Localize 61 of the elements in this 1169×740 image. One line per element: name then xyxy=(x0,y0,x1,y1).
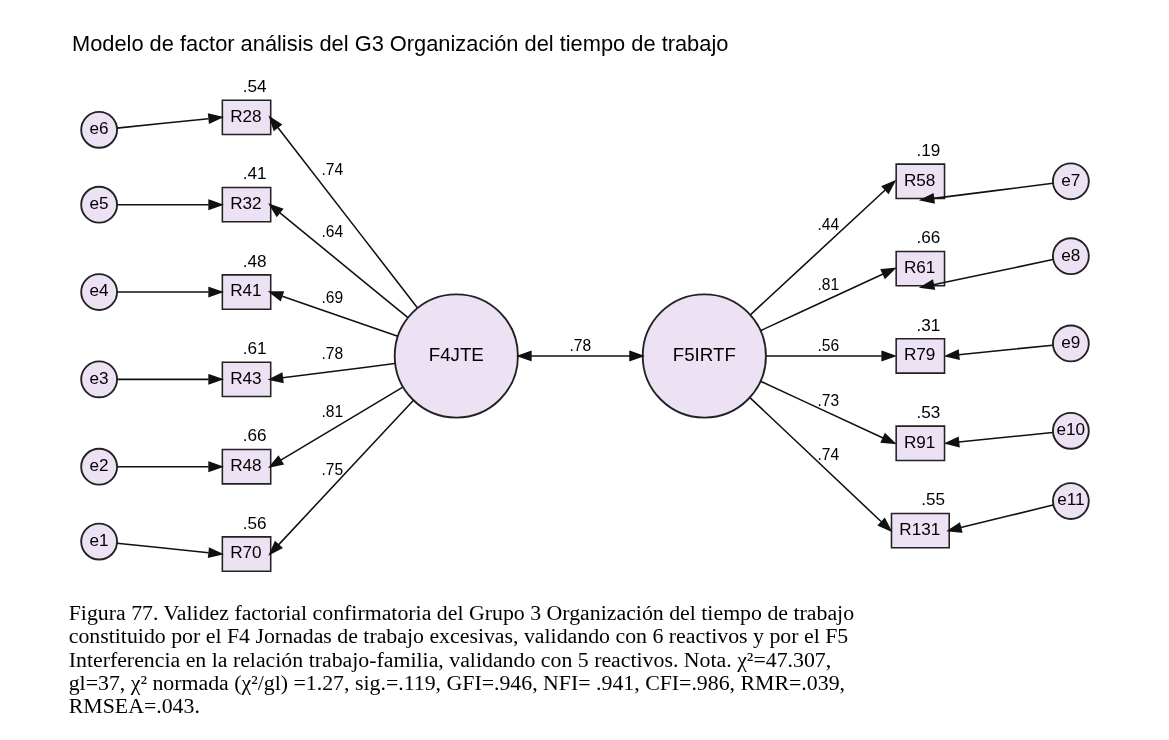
node-circle: F4JTE xyxy=(393,293,519,419)
edge-label: .78 xyxy=(568,337,591,355)
arrow xyxy=(267,291,399,338)
node-circle: e7 xyxy=(1051,162,1090,201)
arrow xyxy=(116,199,224,211)
edge-label: .78 xyxy=(320,345,343,363)
node-label: .19 xyxy=(915,140,940,160)
arrow xyxy=(115,113,224,129)
node-circle: e4 xyxy=(79,273,118,311)
node-circle: e11 xyxy=(1051,482,1090,520)
edge-label: .56 xyxy=(817,337,839,355)
arrow xyxy=(759,267,897,332)
node-circle: e3 xyxy=(79,360,118,399)
edge-label: .64 xyxy=(320,223,343,241)
arrow xyxy=(943,431,1053,448)
arrow xyxy=(116,286,224,298)
node-label: .55 xyxy=(920,489,945,510)
node-label: .66 xyxy=(915,227,940,248)
edge-label: .75 xyxy=(320,460,343,478)
arrow xyxy=(267,399,414,556)
arrow xyxy=(116,461,224,473)
arrow xyxy=(267,362,396,384)
arrow xyxy=(764,350,897,362)
arrow xyxy=(918,182,1054,204)
edge-label: .73 xyxy=(817,391,839,409)
node-circle: e6 xyxy=(79,110,118,149)
node-circle: e10 xyxy=(1051,411,1090,450)
arrow xyxy=(918,258,1054,290)
arrow xyxy=(116,373,224,385)
caption: Figura 77. Validez factorial confirmatoria del Grupo 3 Organización del tiempo de trabajo constituido por el F4 Jornadas de trabajo excesivas, validando con 6 reactivos y por el F5 Interferencia en la relación trabajo-familia, validando con 5 reactivos. Nota. χ²=47.307, gl=37, χ² normada (χ²/gl) =1.27, sig.=.119, GFI=.946, NFI= .941, CFI=.986, RMR=.039, RMSEA=.043. xyxy=(68,600,854,719)
arrow xyxy=(945,504,1054,533)
node-circle: F5IRTF xyxy=(641,293,767,419)
arrow xyxy=(748,397,892,533)
node-circle: e8 xyxy=(1051,237,1090,275)
node-label: .41 xyxy=(242,163,266,184)
node-label: .61 xyxy=(242,338,266,359)
node-circle: e5 xyxy=(79,185,118,224)
node-circle: e9 xyxy=(1051,324,1090,363)
arrow xyxy=(115,542,224,559)
edge-label: .81 xyxy=(817,276,839,294)
arrow xyxy=(267,203,408,319)
node-label: .48 xyxy=(242,250,266,271)
node-circle: e1 xyxy=(79,522,118,561)
arrow xyxy=(749,179,896,316)
node-label: .31 xyxy=(915,314,940,335)
diagram-title: Modelo de factor análisis del G3 Organización del tiempo de trabajo xyxy=(71,30,728,56)
node-label: .54 xyxy=(242,76,266,97)
edge-label: .74 xyxy=(320,161,343,179)
edge-label: .81 xyxy=(320,402,343,420)
arrow xyxy=(267,386,404,468)
edge-label: .69 xyxy=(320,288,343,306)
arrow xyxy=(759,380,897,445)
edge-label: .74 xyxy=(817,446,839,464)
arrow xyxy=(268,115,418,309)
edge-label: .44 xyxy=(817,215,839,233)
arrow xyxy=(515,350,645,362)
node-circle: e2 xyxy=(79,447,118,486)
arrow xyxy=(943,344,1053,361)
node-label: .56 xyxy=(242,512,266,533)
node-label: .53 xyxy=(915,402,940,423)
node-label: .66 xyxy=(242,425,266,446)
